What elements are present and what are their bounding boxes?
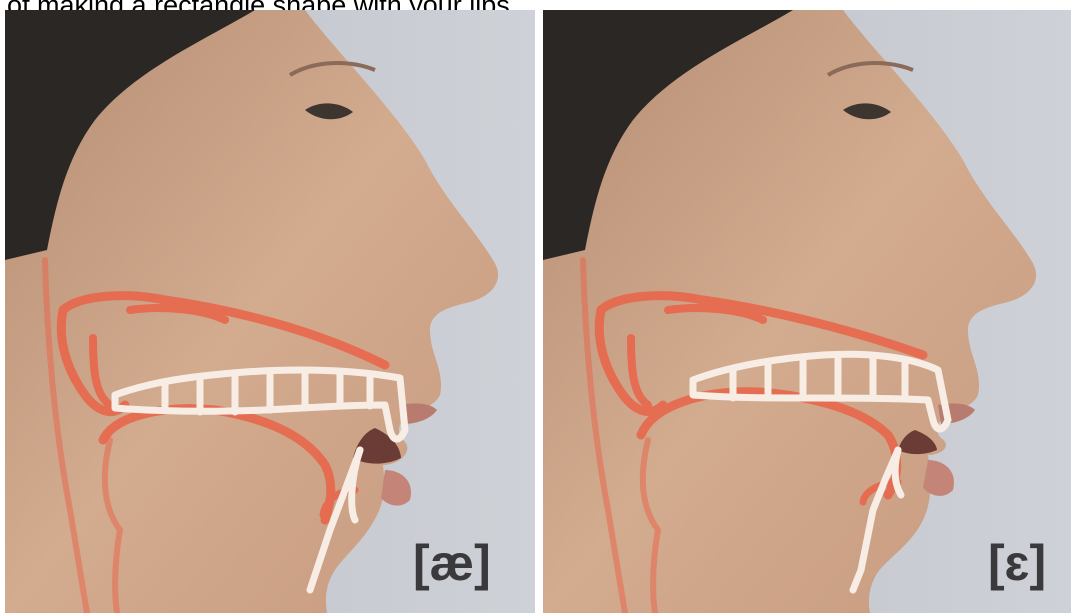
ae-vowel-panel: [æ] bbox=[5, 10, 535, 613]
ae-face-illustration bbox=[5, 10, 535, 613]
epsilon-vowel-panel: [ɛ] bbox=[543, 10, 1071, 613]
ipa-symbol-epsilon: [ɛ] bbox=[988, 538, 1046, 588]
ipa-symbol-ae: [æ] bbox=[413, 538, 491, 588]
epsilon-face-illustration bbox=[543, 10, 1071, 613]
